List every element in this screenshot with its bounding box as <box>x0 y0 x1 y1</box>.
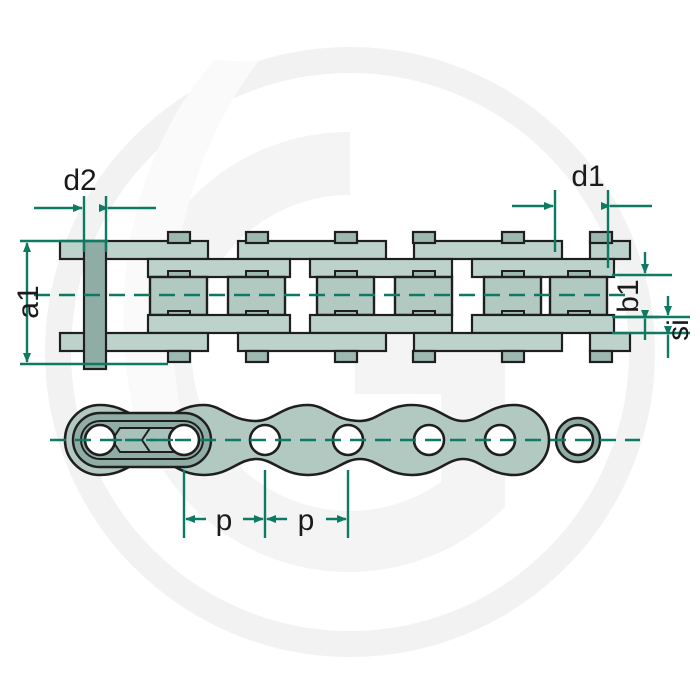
inner-plates-upper <box>146 257 616 279</box>
dimension-label-b1: b1 <box>612 279 645 312</box>
dimension-pitch: p p <box>182 470 350 538</box>
dimension-label-p-2: p <box>298 504 315 537</box>
dimension-a1: a1 <box>12 239 168 366</box>
dimension-d1: d1 <box>512 160 652 268</box>
pin-heads-far <box>166 230 614 245</box>
dimension-label-d1: d1 <box>571 160 604 193</box>
dimension-label-a1: a1 <box>12 285 45 318</box>
outer-plates-near <box>58 331 632 353</box>
dimension-label-p-1: p <box>216 504 233 537</box>
pin-heads-near <box>166 349 614 364</box>
dimension-label-si: si <box>662 319 695 341</box>
side-view <box>50 403 640 477</box>
dimension-si: si <box>612 296 695 358</box>
dimension-d2: d2 <box>34 164 156 252</box>
top-view <box>34 230 632 371</box>
inner-plates-lower <box>146 313 616 335</box>
dimension-label-d2: d2 <box>63 164 96 197</box>
connecting-link-pin <box>82 239 108 371</box>
